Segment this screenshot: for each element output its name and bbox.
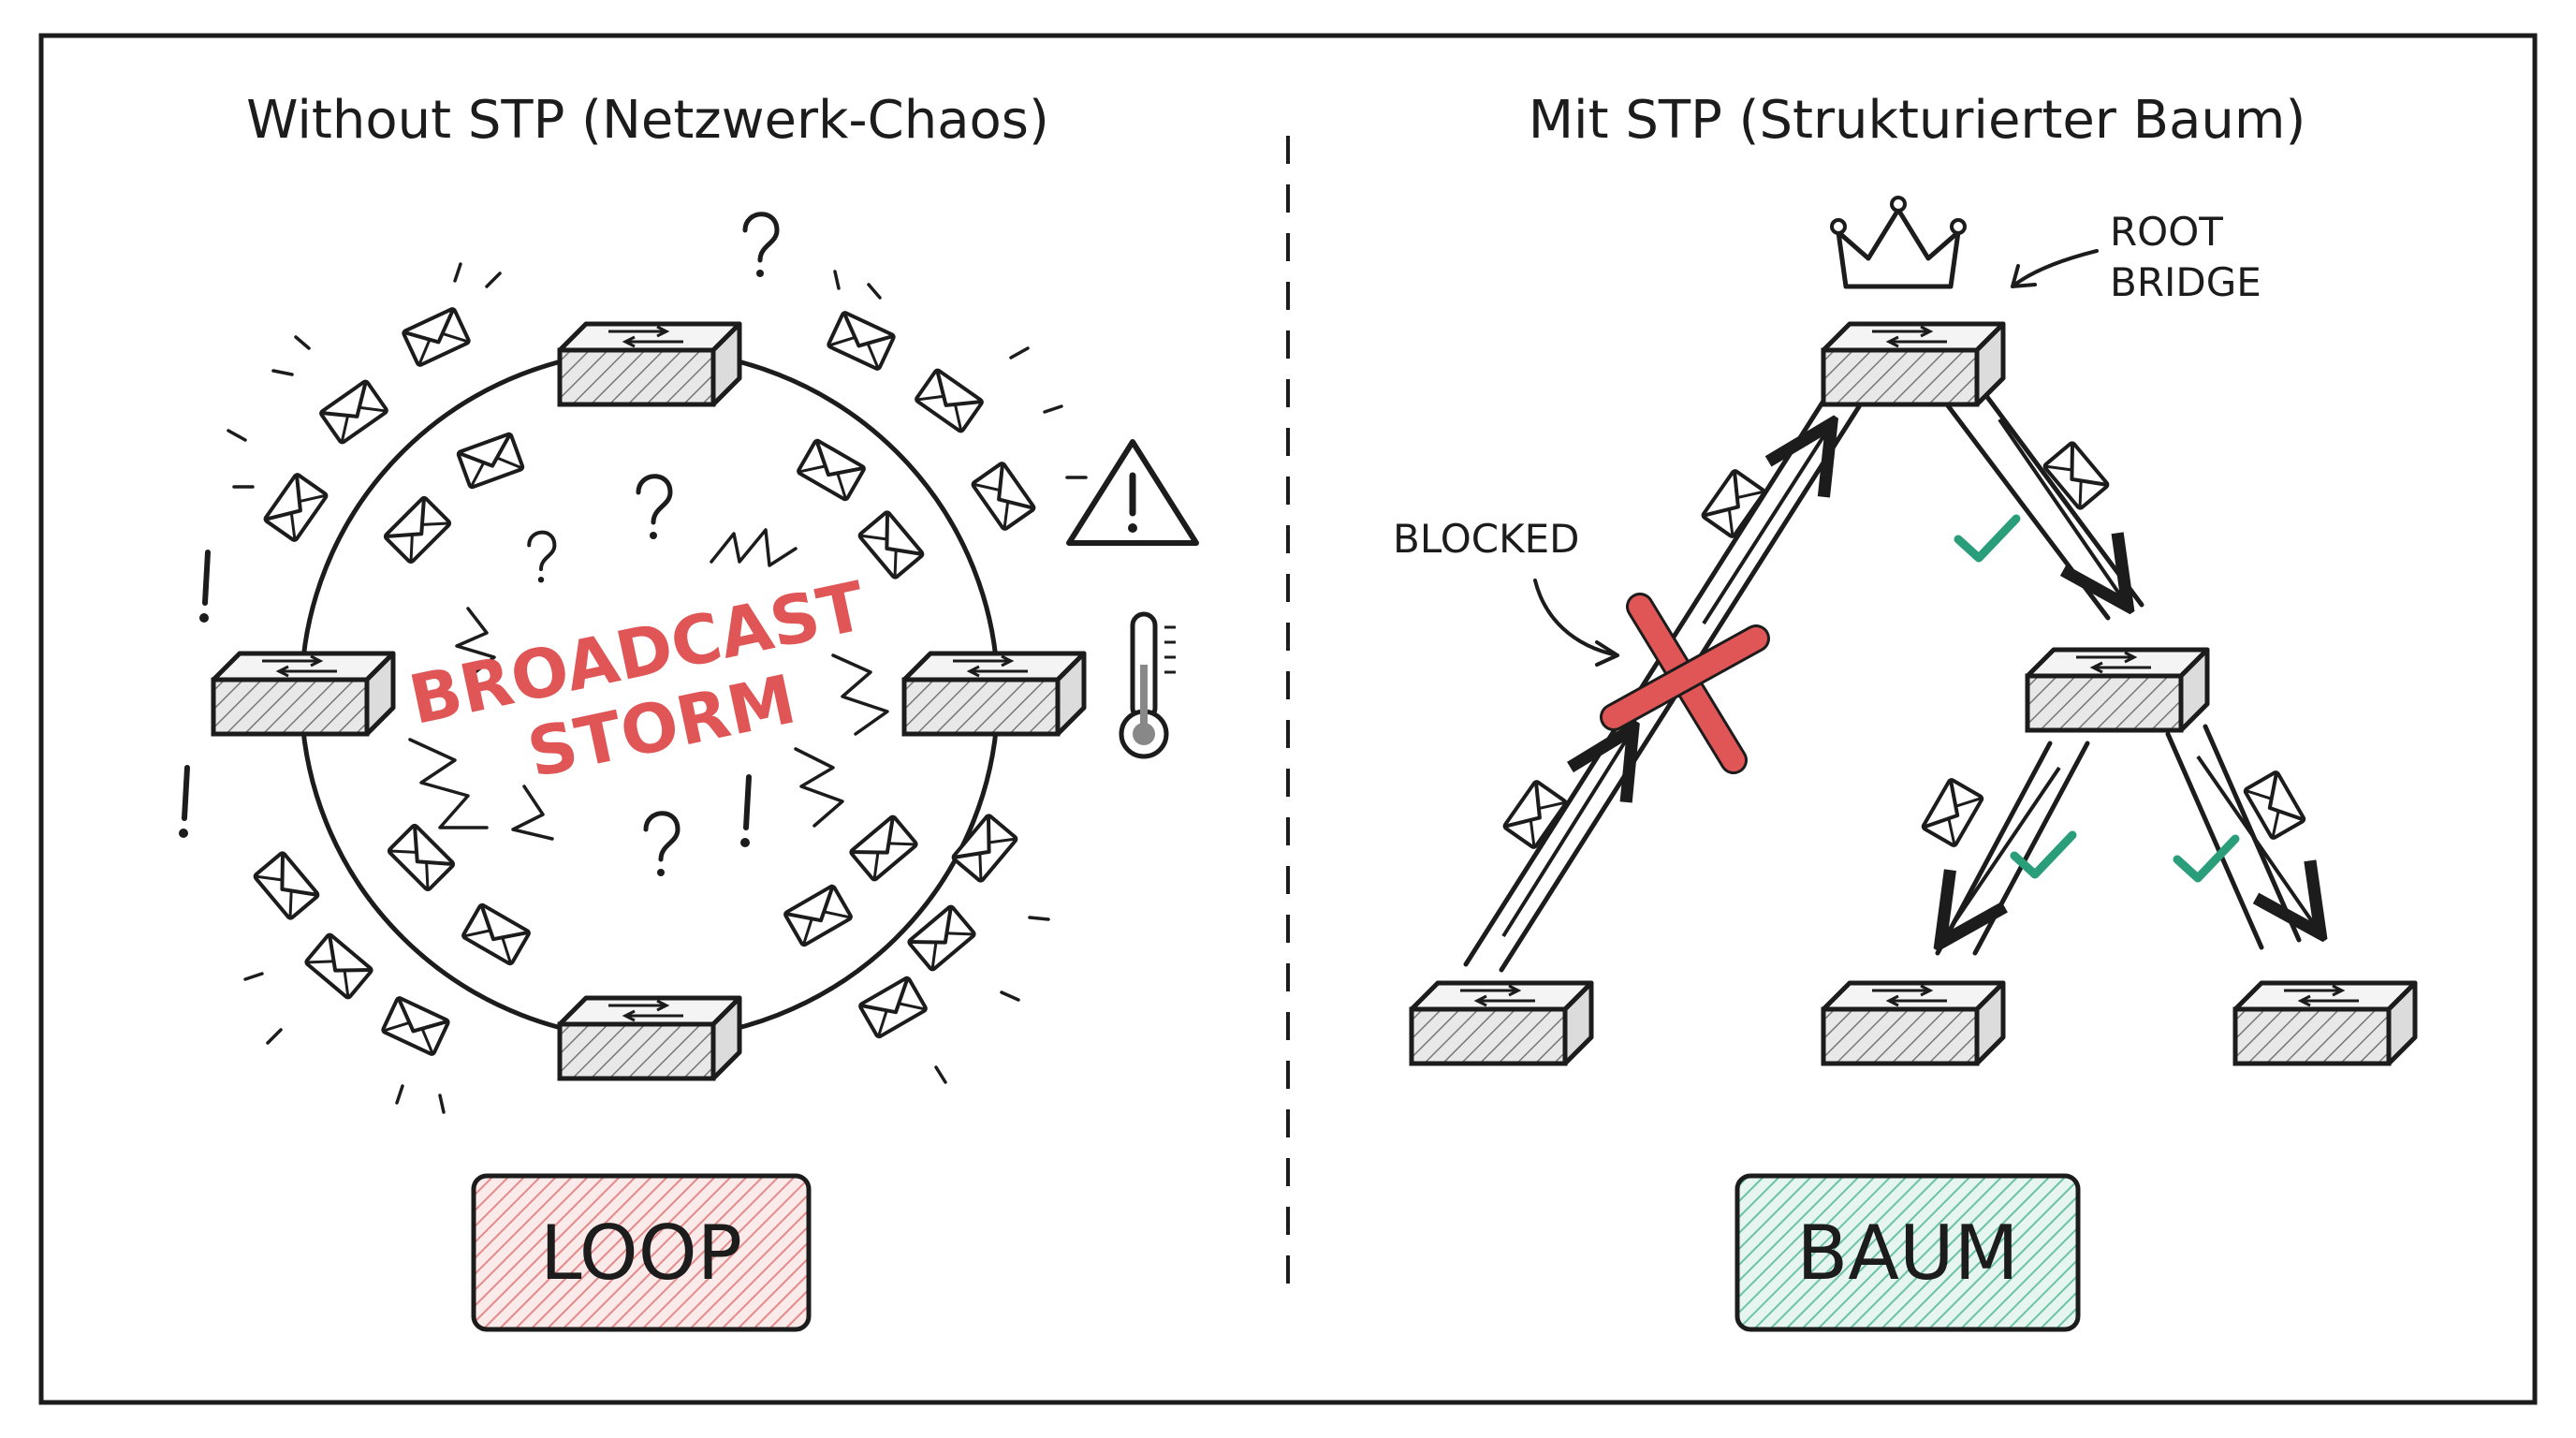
- baum-stamp: BAUM: [1734, 1173, 2081, 1332]
- loop-stamp-label: LOOP: [540, 1210, 742, 1297]
- switch-icon: [1412, 983, 1591, 1064]
- baum-stamp-label: BAUM: [1796, 1210, 2018, 1297]
- blocked-x-icon: [1600, 593, 1770, 774]
- left-panel-title: Without STP (Netzwerk-Chaos): [246, 90, 1049, 151]
- warning-triangle-icon: [1066, 439, 1199, 546]
- blocked-pointer-arrow: [1533, 579, 1619, 667]
- switch-icon: [1823, 983, 2003, 1064]
- storm-burst: [408, 528, 889, 841]
- switch-icon: [560, 324, 739, 404]
- root-bridge-callout-line1: ROOT: [2110, 209, 2223, 255]
- crown-icon: [1830, 196, 1967, 289]
- blocked-callout: BLOCKED: [1393, 516, 1580, 562]
- root-bridge-pointer-arrow: [2011, 249, 2099, 288]
- root-bridge-switch-icon: [1823, 324, 2003, 404]
- motion-ticks: [227, 262, 1088, 1114]
- right-panel-title: Mit STP (Strukturierter Baum): [1529, 90, 2306, 151]
- switch-icon: [213, 653, 393, 734]
- thermometer-icon: [1119, 611, 1176, 759]
- right-panel: Mit STP (Strukturierter Baum): [1393, 90, 2415, 1332]
- root-bridge-callout-line2: BRIDGE: [2110, 259, 2261, 305]
- switch-icon: [2235, 983, 2415, 1064]
- loop-stamp: LOOP: [471, 1173, 812, 1332]
- flow-arrows: [1501, 419, 2316, 936]
- switch-icon: [560, 998, 739, 1078]
- switch-icon: [2027, 650, 2207, 730]
- switch-icon: [904, 653, 1084, 734]
